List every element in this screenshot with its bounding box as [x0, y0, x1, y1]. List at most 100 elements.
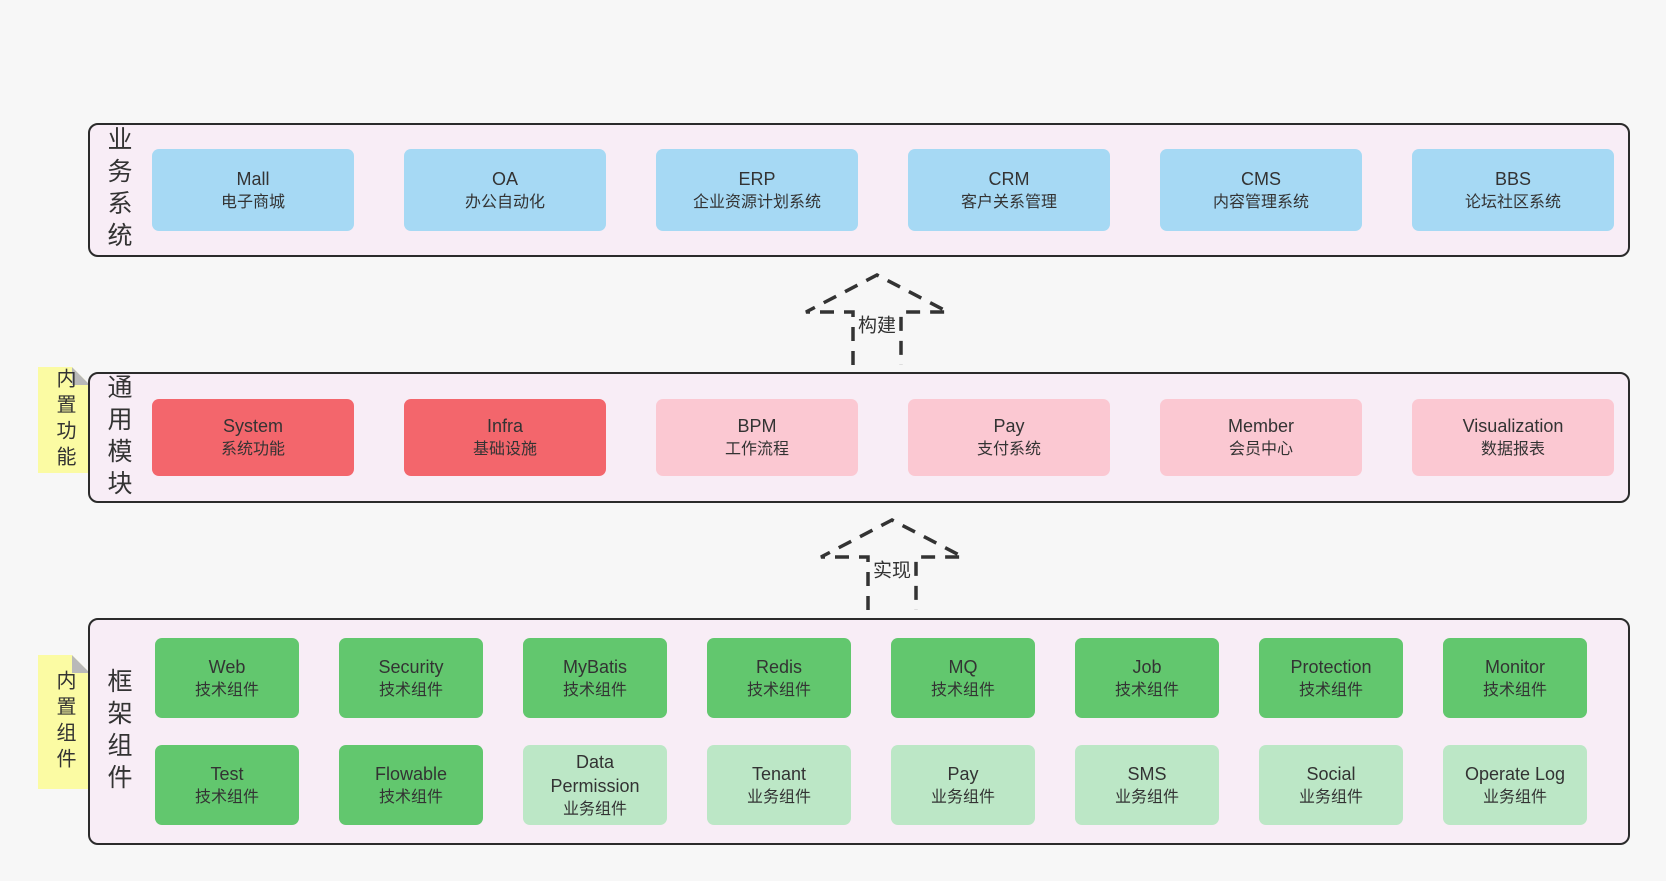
- panel-title: 业务系统: [104, 126, 132, 254]
- box-name: Mall: [236, 168, 270, 189]
- sticky-label: 内置功能: [53, 368, 75, 472]
- box-name: SMS: [1127, 763, 1167, 784]
- box-name: MQ: [948, 656, 978, 677]
- panel-common-modules: 通用模块 System 系统功能 Infra 基础设施 BPM 工作流程 Pay…: [88, 372, 1630, 503]
- box-name: Flowable: [374, 763, 448, 784]
- box-subtitle: 企业资源计划系统: [692, 193, 821, 211]
- dashed-up-arrow-icon: [805, 273, 949, 365]
- sticky-note-builtin-components: 内置组件: [38, 655, 90, 789]
- box-name: System: [222, 416, 283, 436]
- box-pay-module: Pay 支付系统: [908, 399, 1110, 476]
- framework-box-row-2: Test 技术组件 Flowable 技术组件 Data Permission …: [155, 745, 1587, 825]
- box-name: Infra: [486, 416, 524, 436]
- box-name: Data Permission: [550, 751, 640, 796]
- box-subtitle: 技术组件: [562, 681, 627, 699]
- implement-arrow: 实现: [815, 515, 969, 610]
- box-subtitle: 业务组件: [562, 800, 627, 818]
- box-subtitle: 基础设施: [472, 441, 537, 458]
- box-name: OA: [491, 168, 518, 189]
- box-redis: Redis 技术组件: [707, 638, 851, 718]
- box-name: Security: [378, 656, 444, 677]
- box-subtitle: 业务组件: [1482, 788, 1547, 806]
- box-data-permission: Data Permission 业务组件: [523, 745, 667, 825]
- box-sms: SMS 业务组件: [1075, 745, 1219, 825]
- box-bbs: BBS 论坛社区系统: [1412, 149, 1614, 231]
- box-name: Pay: [993, 416, 1025, 436]
- box-subtitle: 业务组件: [746, 788, 811, 806]
- box-social: Social 业务组件: [1259, 745, 1403, 825]
- box-subtitle: 技术组件: [378, 788, 443, 806]
- box-web: Web 技术组件: [155, 638, 299, 718]
- box-job: Job 技术组件: [1075, 638, 1219, 718]
- box-name: Pay: [947, 763, 979, 784]
- sticky-note-builtin-features: 内置功能: [38, 367, 90, 473]
- box-mall: Mall 电子商城: [152, 149, 354, 231]
- box-tenant: Tenant 业务组件: [707, 745, 851, 825]
- box-pay-component: Pay 业务组件: [891, 745, 1035, 825]
- box-name: Protection: [1290, 656, 1372, 677]
- box-name: Job: [1132, 656, 1162, 677]
- box-visualization: Visualization 数据报表: [1412, 399, 1614, 476]
- box-subtitle: 技术组件: [378, 681, 443, 699]
- box-mybatis: MyBatis 技术组件: [523, 638, 667, 718]
- box-bpm: BPM 工作流程: [656, 399, 858, 476]
- box-name: Operate Log: [1464, 763, 1566, 784]
- box-subtitle: 支付系统: [976, 441, 1041, 458]
- box-member: Member 会员中心: [1160, 399, 1362, 476]
- business-box-row: Mall 电子商城 OA 办公自动化 ERP 企业资源计划系统 CRM 客户关系…: [152, 149, 1614, 231]
- box-name: Social: [1306, 763, 1356, 784]
- box-subtitle: 客户关系管理: [960, 193, 1057, 211]
- box-name: Tenant: [751, 763, 807, 784]
- build-arrow: 构建: [800, 270, 954, 365]
- box-subtitle: 技术组件: [746, 681, 811, 699]
- panel-title: 通用模块: [104, 373, 132, 502]
- box-subtitle: 论坛社区系统: [1464, 193, 1561, 211]
- box-subtitle: 技术组件: [194, 681, 259, 699]
- box-name: Redis: [755, 656, 803, 677]
- box-erp: ERP 企业资源计划系统: [656, 149, 858, 231]
- box-flowable: Flowable 技术组件: [339, 745, 483, 825]
- box-name: Visualization: [1462, 416, 1564, 436]
- box-operate-log: Operate Log 业务组件: [1443, 745, 1587, 825]
- box-subtitle: 业务组件: [1298, 788, 1363, 806]
- panel-title: 框架组件: [104, 667, 132, 796]
- box-monitor: Monitor 技术组件: [1443, 638, 1587, 718]
- box-subtitle: 办公自动化: [464, 193, 545, 211]
- box-subtitle: 技术组件: [1114, 681, 1179, 699]
- box-security: Security 技术组件: [339, 638, 483, 718]
- box-infra: Infra 基础设施: [404, 399, 606, 476]
- box-name: Test: [210, 763, 244, 784]
- box-protection: Protection 技术组件: [1259, 638, 1403, 718]
- box-subtitle: 内容管理系统: [1212, 193, 1309, 211]
- build-arrow-label: 构建: [854, 310, 900, 338]
- box-name: Member: [1227, 416, 1294, 436]
- box-subtitle: 技术组件: [1298, 681, 1363, 699]
- box-name: BBS: [1494, 168, 1532, 189]
- box-name: Monitor: [1484, 656, 1546, 677]
- modules-box-row: System 系统功能 Infra 基础设施 BPM 工作流程 Pay 支付系统…: [152, 399, 1614, 476]
- implement-arrow-label: 实现: [869, 555, 915, 583]
- box-name: BPM: [737, 416, 777, 436]
- box-test: Test 技术组件: [155, 745, 299, 825]
- sticky-label: 内置组件: [53, 670, 75, 774]
- box-subtitle: 工作流程: [724, 441, 789, 458]
- panel-business-systems: 业务系统 Mall 电子商城 OA 办公自动化 ERP 企业资源计划系统 CRM…: [88, 123, 1630, 257]
- box-subtitle: 业务组件: [930, 788, 995, 806]
- box-subtitle: 技术组件: [930, 681, 995, 699]
- box-subtitle: 技术组件: [1482, 681, 1547, 699]
- box-subtitle: 系统功能: [220, 441, 285, 458]
- box-oa: OA 办公自动化: [404, 149, 606, 231]
- box-name: CRM: [988, 168, 1030, 189]
- box-name: ERP: [738, 168, 776, 189]
- box-mq: MQ 技术组件: [891, 638, 1035, 718]
- box-crm: CRM 客户关系管理: [908, 149, 1110, 231]
- framework-box-row-1: Web 技术组件 Security 技术组件 MyBatis 技术组件 Redi…: [155, 638, 1587, 718]
- dashed-up-arrow-icon: [820, 518, 964, 610]
- box-name: MyBatis: [562, 656, 627, 677]
- box-name: Web: [208, 656, 246, 677]
- box-subtitle: 业务组件: [1114, 788, 1179, 806]
- box-cms: CMS 内容管理系统: [1160, 149, 1362, 231]
- box-system: System 系统功能: [152, 399, 354, 476]
- box-subtitle: 电子商城: [220, 193, 285, 211]
